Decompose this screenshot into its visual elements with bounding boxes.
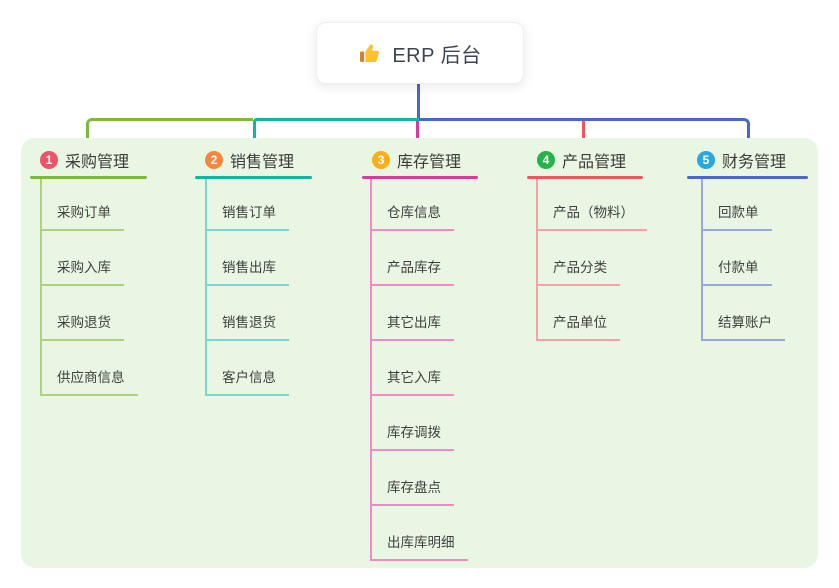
branch-child-node[interactable]: 库存调拨 [370,424,454,451]
branch-child-node[interactable]: 产品库存 [370,259,454,286]
branch-underline [687,176,808,179]
branch-title-label: 销售管理 [230,154,295,171]
connector-branch-2 [253,118,419,142]
branch-child-node[interactable]: 结算账户 [701,314,785,341]
branch-child-node[interactable]: 销售退货 [205,314,289,341]
thumbs-up-icon [358,41,382,65]
branch-child-node[interactable]: 供应商信息 [40,369,138,396]
branch-title-label: 产品管理 [562,154,627,171]
connector-branch-3 [416,121,419,142]
branch-child-node[interactable]: 付款单 [701,259,772,286]
branches-panel [21,138,818,568]
branch-node-finance[interactable]: 5 财务管理 [697,150,787,171]
branch-badge: 4 [537,151,555,169]
branch-child-node[interactable]: 采购订单 [40,204,124,231]
branch-node-purchase[interactable]: 1 采购管理 [40,150,130,171]
branch-underline [195,176,312,179]
branch-underline [30,176,147,179]
branch-child-node[interactable]: 产品单位 [536,314,620,341]
connector-branch-4 [582,121,585,142]
branch-child-node[interactable]: 产品（物料） [536,204,647,231]
root-node-label: ERP 后台 [392,44,482,67]
branch-child-node[interactable]: 采购入库 [40,259,124,286]
branch-child-node[interactable]: 出库库明细 [370,534,468,561]
branch-child-node[interactable]: 回款单 [701,204,772,231]
branch-child-node[interactable]: 库存盘点 [370,479,454,506]
branch-child-line [536,179,538,339]
branch-child-node[interactable]: 产品分类 [536,259,620,286]
branch-child-line [370,179,372,559]
branch-underline [527,176,643,179]
mindmap-root-node[interactable]: ERP 后台 [316,22,524,84]
branch-badge: 2 [205,151,223,169]
branch-child-node[interactable]: 仓库信息 [370,204,454,231]
branch-title-label: 采购管理 [65,154,130,171]
branch-child-node[interactable]: 销售出库 [205,259,289,286]
branch-badge: 5 [697,151,715,169]
branch-child-node[interactable]: 销售订单 [205,204,289,231]
branch-child-line [701,179,703,339]
branch-child-line [40,179,42,394]
branch-underline [362,176,478,179]
branch-node-sales[interactable]: 2 销售管理 [205,150,295,171]
branch-badge: 3 [372,151,390,169]
connector-branch-1 [86,118,253,142]
connector-root-vertical [417,82,420,121]
branch-child-node[interactable]: 其它入库 [370,369,454,396]
branch-child-node[interactable]: 其它出库 [370,314,454,341]
branch-title-label: 库存管理 [397,154,462,171]
branch-child-node[interactable]: 采购退货 [40,314,124,341]
branch-node-product[interactable]: 4 产品管理 [537,150,627,171]
branch-child-node[interactable]: 客户信息 [205,369,289,396]
connector-branch-5 [419,118,750,142]
branch-badge: 1 [40,151,58,169]
branch-title-label: 财务管理 [722,154,787,171]
branch-node-inventory[interactable]: 3 库存管理 [372,150,462,171]
branch-child-line [205,179,207,394]
